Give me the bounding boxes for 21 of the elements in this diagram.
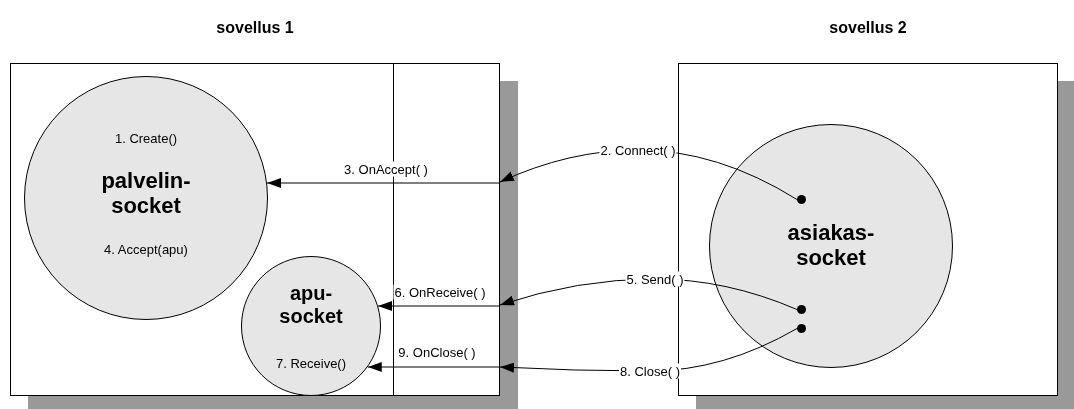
socket-circle xyxy=(241,256,381,396)
socket-name: apu- socket xyxy=(278,282,344,328)
edge-label: 8. Close( ) xyxy=(619,363,681,379)
connection-dot xyxy=(797,195,806,204)
socket-name: asiakas- socket xyxy=(786,220,876,271)
edge-label: 6. OnReceive( ) xyxy=(393,284,487,300)
method-label: 7. Receive() xyxy=(274,356,348,371)
edge-label: 3. OnAccept( ) xyxy=(343,161,429,177)
application-title: sovellus 2 xyxy=(829,19,907,36)
connection-dot xyxy=(797,324,806,333)
arrow xyxy=(266,178,501,188)
application-title: sovellus 1 xyxy=(216,19,294,36)
method-label: 4. Accept(apu) xyxy=(103,242,189,257)
method-label: 1. Create() xyxy=(113,131,179,146)
socket-circle xyxy=(709,124,953,368)
arrow xyxy=(367,362,501,372)
socket-name: palvelin- socket xyxy=(100,168,192,219)
connection-dot xyxy=(797,305,806,314)
edge-label: 5. Send( ) xyxy=(625,271,685,287)
socket-circle xyxy=(24,76,268,320)
arrow xyxy=(377,301,501,311)
